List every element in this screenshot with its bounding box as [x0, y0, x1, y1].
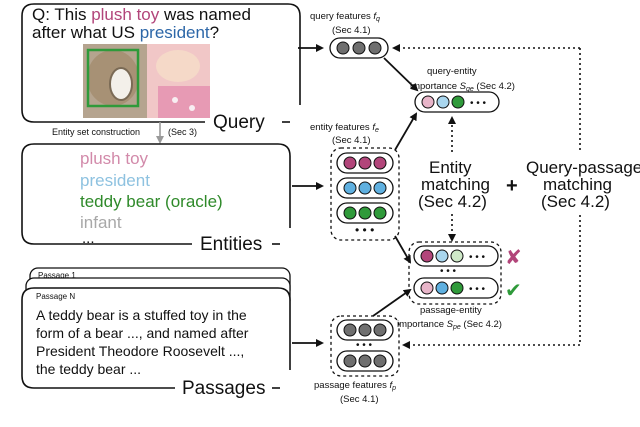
query-features: query features fq (Sec 4.1)	[310, 11, 389, 59]
entity-construction-ref: (Sec 3)	[168, 127, 197, 137]
feature-node	[373, 181, 387, 195]
passage-features-ref: (Sec 4.1)	[340, 394, 379, 405]
qp-matching-line1: Query-passage	[526, 158, 640, 177]
importance-node	[436, 95, 450, 109]
entity-features-group	[330, 147, 400, 241]
entity-item: infant	[80, 213, 122, 232]
arrow-entity-to-pe-importance	[394, 235, 411, 264]
entity-features-label: entity features fe	[310, 122, 379, 134]
feature-node	[336, 41, 350, 55]
feature-node	[373, 354, 387, 368]
entity-features-ref: (Sec 4.1)	[332, 135, 371, 146]
entities-label: Entities	[200, 234, 262, 255]
query-image	[83, 44, 210, 118]
query-features-ref: (Sec 4.1)	[332, 25, 371, 36]
importance-ellipsis: • • •	[470, 98, 487, 109]
query-features-label: query features fq	[310, 11, 380, 23]
passage-text-line: form of a bear ..., and named after	[36, 325, 249, 341]
passages-panel: Passage 1 ... Passage N A teddy bear is …	[21, 267, 291, 399]
passage-tab-dots: ...	[36, 282, 43, 291]
query-passage-matching: Query-passage matching (Sec 4.2)	[526, 158, 640, 211]
feature-node	[358, 206, 372, 220]
passages-label: Passages	[182, 378, 265, 399]
passage-features-ellipsis: • • •	[356, 340, 373, 351]
entity-construction-label: Entity set construction	[52, 127, 140, 137]
query-question-line1: Q: This plush toy was named	[32, 5, 251, 24]
pe-importance-line2: importance Spe (Sec 4.2)	[397, 319, 502, 331]
passage-features: • • • passage features fp (Sec 4.1)	[314, 315, 400, 405]
importance-node	[420, 249, 434, 263]
query-question-line2: after what US president?	[32, 23, 219, 42]
arrow-passage-to-pe-importance	[372, 288, 412, 317]
pe-importance-group	[408, 241, 502, 305]
importance-ellipsis: • • •	[469, 252, 486, 263]
query-label: Query	[213, 112, 265, 133]
qe-importance-line1: query-entity	[427, 66, 477, 77]
entity-matching: Entity matching (Sec 4.2)	[418, 158, 490, 211]
entities-panel: plush toy president teddy bear (oracle) …	[21, 143, 291, 255]
pe-importance-line1: passage-entity	[420, 305, 482, 316]
entity-item: plush toy	[80, 149, 149, 168]
qp-matching-ref: (Sec 4.2)	[541, 192, 610, 211]
passage-tab-1: Passage 1	[38, 271, 76, 280]
importance-node	[450, 249, 464, 263]
query-entity-importance: query-entity importance Sqe (Sec 4.2) • …	[410, 66, 515, 113]
importance-node	[450, 281, 464, 295]
importance-node	[435, 281, 449, 295]
entity-matching-line2: matching	[421, 175, 490, 194]
passage-text-line: President Theodore Roosevelt ...,	[36, 343, 244, 359]
feature-node	[343, 156, 357, 170]
cross-mark-icon: ✘	[505, 245, 522, 269]
qp-matching-line2: matching	[543, 175, 612, 194]
object-bounding-box	[86, 48, 140, 108]
plus-sign: +	[506, 175, 518, 197]
entity-matching-ref: (Sec 4.2)	[418, 192, 487, 211]
feature-node	[343, 323, 357, 337]
passage-features-label: passage features fp	[314, 380, 396, 392]
entity-features-ellipsis: • • •	[355, 223, 374, 237]
pe-importance-vertical-ellipsis: • • •	[440, 266, 457, 277]
feature-node	[343, 206, 357, 220]
passage-tab-n: Passage N	[36, 292, 75, 301]
passage-text-line: the teddy bear ...	[36, 361, 141, 377]
feature-node	[352, 41, 366, 55]
passage-text-line: A teddy bear is a stuffed toy in the	[36, 307, 247, 323]
feature-node	[358, 181, 372, 195]
qe-importance-line2: importance Sqe (Sec 4.2)	[410, 81, 515, 93]
arrow-entity-to-qe-importance	[394, 112, 418, 151]
importance-node	[435, 249, 449, 263]
arrow-query-to-qe-importance	[383, 57, 419, 92]
feature-node	[368, 41, 382, 55]
feature-node	[373, 156, 387, 170]
entity-item: teddy bear (oracle)	[80, 192, 223, 211]
entity-item: president	[80, 171, 150, 190]
importance-node	[421, 95, 435, 109]
feature-node	[343, 354, 357, 368]
feature-node	[373, 323, 387, 337]
passage-entity-importance: • • • • • • • • • ✘ ✔ passage-entity imp…	[397, 241, 522, 331]
feature-node	[358, 156, 372, 170]
entity-construction-step: Entity set construction (Sec 3)	[52, 122, 197, 144]
query-panel: Q: This plush toy was named after what U…	[21, 3, 301, 133]
check-mark-icon: ✔	[505, 278, 522, 302]
passage-features-group	[330, 315, 400, 377]
entity-matching-line1: Entity	[429, 158, 472, 177]
importance-node	[420, 281, 434, 295]
importance-ellipsis: • • •	[469, 284, 486, 295]
query-passage-loop	[392, 44, 581, 349]
entity-ellipsis: ...	[82, 230, 95, 247]
importance-node	[451, 95, 465, 109]
feature-node	[373, 206, 387, 220]
entity-features: entity features fe (Sec 4.1) • • •	[310, 122, 400, 241]
feature-node	[358, 323, 372, 337]
feature-node	[358, 354, 372, 368]
feature-node	[343, 181, 357, 195]
